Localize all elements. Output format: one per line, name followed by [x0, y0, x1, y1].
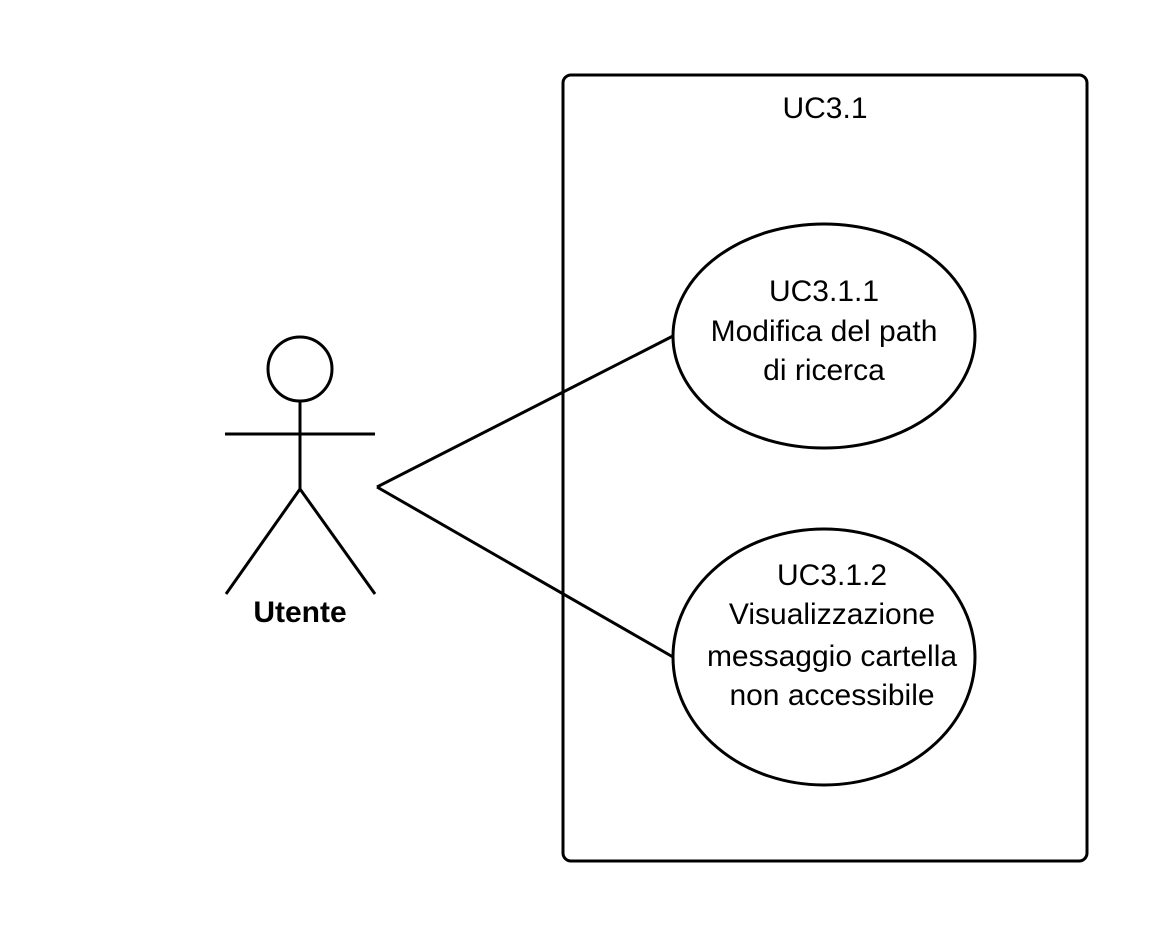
association-line-uc2	[376, 485, 674, 659]
use-case-id: UC3.1.1	[769, 275, 879, 308]
actor-utente[interactable]: Utente	[224, 335, 377, 629]
use-case-uc3-1-2[interactable]: UC3.1.2 Visualizzazione messaggio cartel…	[671, 527, 977, 787]
use-case-label-line: non accessibile	[729, 679, 934, 712]
use-case-label-line: Visualizzazione	[729, 598, 935, 631]
association-line-uc1	[376, 334, 674, 489]
use-case-id: UC3.1.2	[777, 559, 887, 592]
system-boundary: UC3.1	[561, 73, 1089, 863]
use-case-uc3-1-1[interactable]: UC3.1.1 Modifica del path di ricerca	[671, 222, 977, 450]
system-boundary-box	[561, 73, 1089, 863]
use-case-ellipse	[671, 222, 977, 450]
actor-right-leg	[298, 488, 377, 595]
use-case-ellipse	[671, 527, 977, 787]
actor-left-leg	[224, 488, 302, 595]
associations	[376, 334, 674, 659]
actor-head	[266, 335, 334, 403]
system-boundary-title: UC3.1	[782, 92, 867, 125]
use-case-label-line: Modifica del path	[711, 315, 938, 348]
stick-figure-icon	[224, 335, 377, 595]
use-case-label-line: di ricerca	[763, 354, 885, 387]
actor-name: Utente	[253, 596, 346, 629]
use-case-label-line: messaggio cartella	[707, 640, 957, 673]
